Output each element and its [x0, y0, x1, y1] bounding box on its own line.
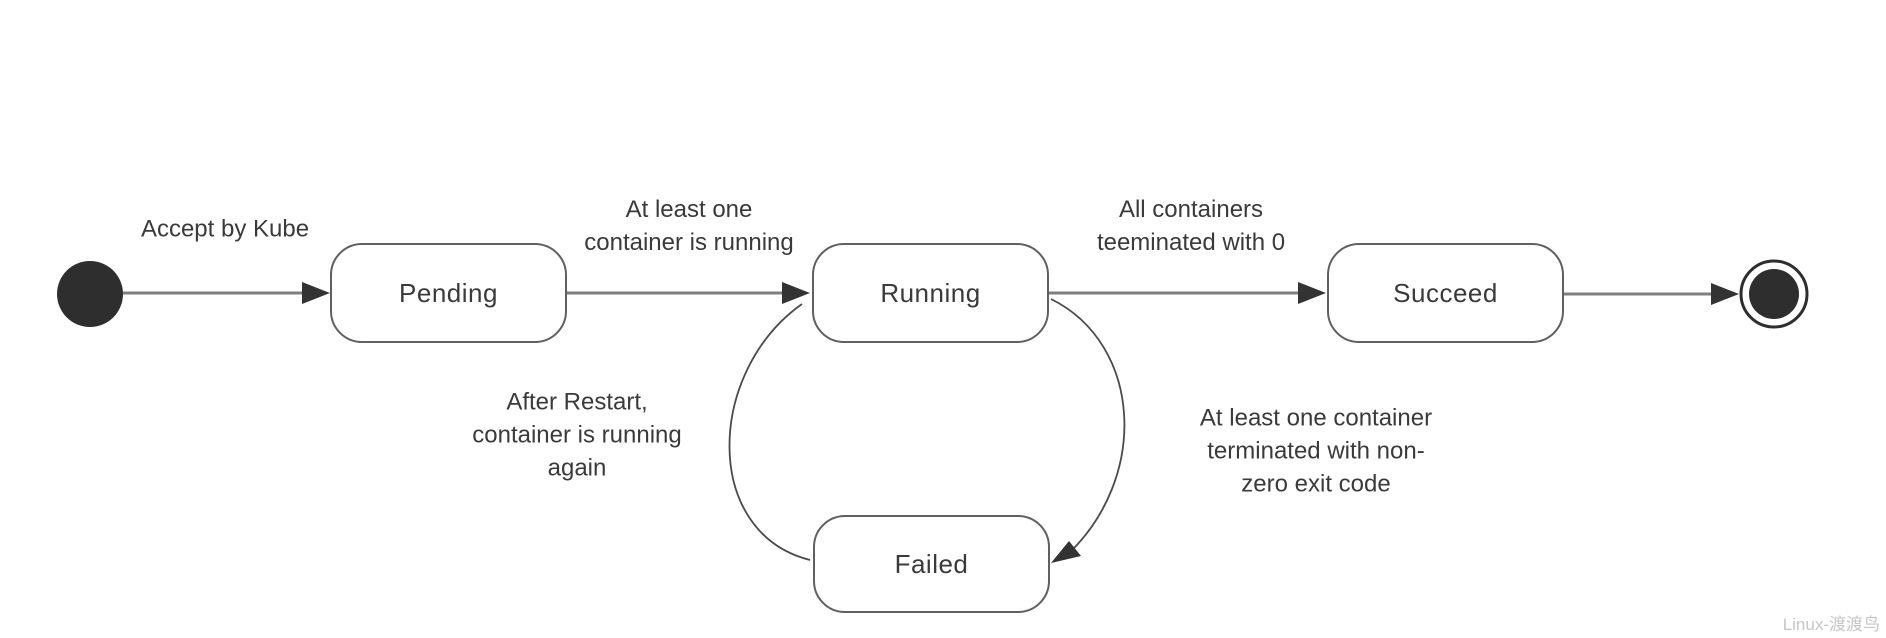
state-running-label: Running	[880, 277, 981, 308]
label-start-to-pending: Accept by Kube	[140, 215, 310, 243]
arrowhead-succeed-to-end	[1711, 283, 1739, 305]
watermark: Linux-渡渡鸟	[1782, 615, 1880, 634]
edge-failed-to-running	[728, 303, 811, 561]
state-pending-label: Pending	[399, 277, 498, 308]
label-running-to-succeed: All containers teeminated with 0	[1096, 196, 1286, 256]
arrowhead-running-to-succeed	[1298, 282, 1326, 304]
state-pending: Pending	[330, 243, 567, 343]
state-running: Running	[812, 243, 1049, 343]
state-succeed-label: Succeed	[1393, 277, 1498, 308]
arrowhead-pending-to-running	[782, 282, 810, 304]
label-pending-to-running: At least one container is running	[584, 196, 794, 256]
final-state-node	[1739, 259, 1809, 329]
state-succeed: Succeed	[1327, 243, 1564, 343]
label-failed-to-running: After Restart, container is running agai…	[472, 388, 682, 482]
initial-state-node	[57, 261, 123, 327]
state-failed-label: Failed	[894, 548, 969, 579]
state-failed: Failed	[813, 515, 1050, 613]
arrowhead-running-to-failed	[1051, 541, 1081, 563]
arrowhead-start-to-pending	[302, 282, 330, 304]
label-running-to-failed: At least one container terminated with n…	[1199, 404, 1433, 498]
edge-running-to-failed	[1050, 298, 1126, 557]
